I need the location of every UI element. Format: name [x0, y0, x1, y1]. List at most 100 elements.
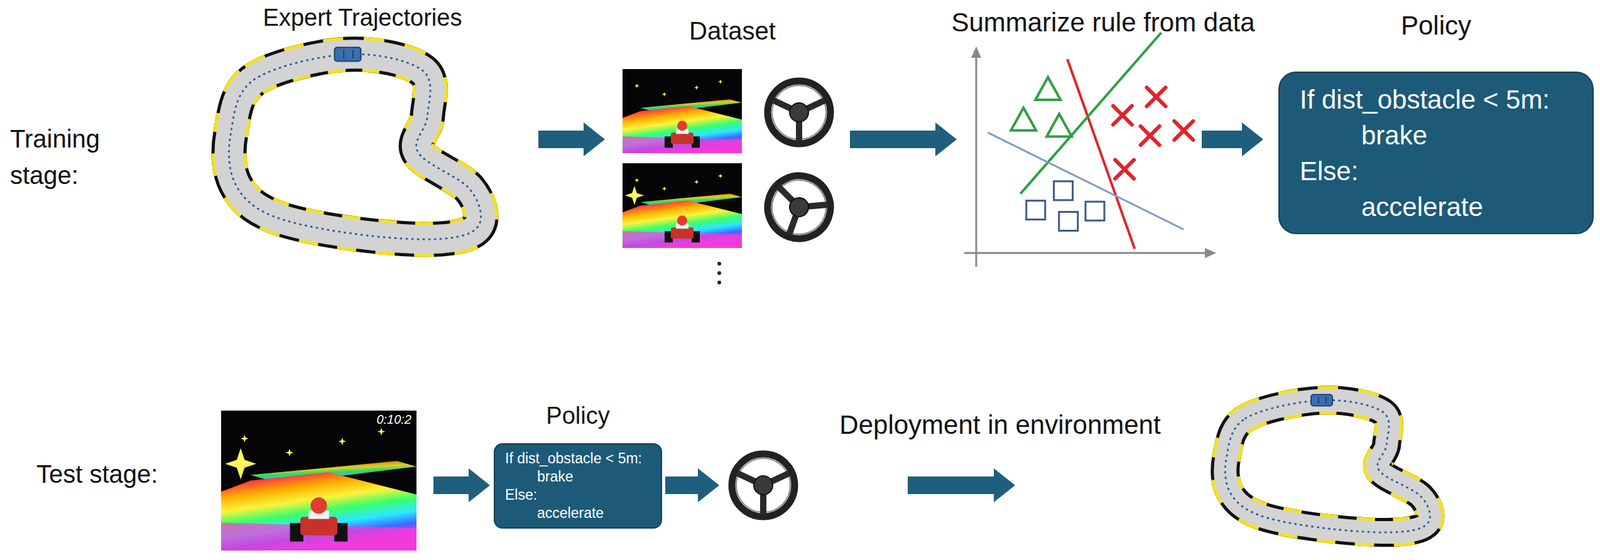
star	[377, 427, 386, 436]
screen-sky	[221, 410, 417, 551]
wheel-rim	[767, 81, 831, 144]
track-border	[228, 54, 481, 240]
policy-box: PolicyIf dist_obstacle < 5m:brakeElse:ac…	[1278, 71, 1594, 235]
scatter-plot	[964, 32, 1217, 267]
car	[1311, 394, 1333, 406]
driver-head	[310, 497, 327, 514]
rainbow-road	[221, 472, 417, 551]
steering-wheel	[731, 454, 795, 518]
policy-code-line: If dist_obstacle < 5m:	[505, 449, 643, 469]
star	[625, 185, 644, 205]
policy-code-line: brake	[505, 468, 574, 487]
policy-code-line: Else:	[1299, 153, 1359, 190]
square-point	[1026, 201, 1046, 220]
flow-arrow	[1201, 122, 1264, 157]
car-window	[342, 50, 345, 59]
star	[285, 449, 294, 457]
caption-label: Summarize rule from data	[951, 7, 1255, 38]
caption-label: Dataset	[689, 16, 776, 46]
track-border	[1224, 400, 1430, 533]
driver-head	[677, 215, 688, 226]
rainbow-road	[622, 106, 742, 154]
racing-line	[1224, 400, 1430, 533]
star	[634, 83, 640, 89]
triangle-point	[1035, 77, 1061, 100]
kart-body	[670, 227, 694, 239]
policy-box: PolicyIf dist_obstacle < 5m:brakeElse:ac…	[493, 443, 663, 529]
star	[634, 177, 640, 183]
ellipsis-dot	[717, 271, 722, 276]
caption-label: Deployment in environment	[839, 410, 1161, 441]
star	[240, 434, 249, 443]
star	[224, 448, 257, 480]
x-axis-head	[1204, 248, 1217, 259]
cross-point	[1115, 160, 1134, 180]
track-road	[228, 54, 481, 240]
policy-code-line: Else:	[505, 486, 538, 505]
policy-code-line: brake	[1299, 117, 1428, 154]
kart-body	[670, 132, 694, 144]
square-point	[1059, 211, 1078, 231]
screen-sky	[622, 69, 742, 154]
wheel-rim-highlight	[764, 172, 834, 242]
flow-arrow	[907, 468, 1016, 503]
car	[334, 47, 362, 61]
rainbow-road	[622, 200, 742, 249]
flow-arrow	[433, 468, 490, 503]
cross-point	[1174, 121, 1193, 141]
box-heading: Policy	[545, 402, 610, 431]
game-screenshot	[221, 410, 417, 551]
timer-text: 0:10:2	[376, 412, 412, 428]
ellipsis-dot	[717, 261, 722, 266]
cross-point	[1146, 87, 1166, 107]
game-screenshot	[622, 69, 742, 154]
star	[694, 85, 700, 91]
track-border-stripes	[228, 54, 481, 240]
car-window	[1325, 397, 1327, 404]
x-axis	[964, 252, 1212, 255]
policy-code-line: If dist_obstacle < 5m:	[1299, 81, 1550, 118]
race-track	[228, 47, 481, 240]
screen-sky	[622, 163, 742, 249]
star	[662, 91, 668, 97]
kart-body	[300, 517, 338, 536]
triangle-point	[1010, 108, 1036, 131]
y-axis	[975, 51, 978, 267]
star	[694, 179, 700, 185]
decision-boundary	[987, 132, 1184, 230]
track-road	[1224, 400, 1430, 533]
track-border-stripes	[1224, 400, 1430, 533]
star	[662, 186, 668, 192]
y-axis-head	[971, 46, 982, 58]
caption-label: Test stage:	[36, 460, 158, 489]
square-point	[1054, 181, 1073, 201]
game-screenshot	[622, 163, 742, 249]
flow-arrow	[665, 468, 720, 503]
cross-point	[1140, 126, 1160, 146]
wheel-rim	[758, 167, 840, 248]
race-track	[1224, 394, 1430, 533]
star	[718, 79, 724, 85]
policy-code-line: accelerate	[1299, 189, 1484, 225]
star	[718, 173, 724, 179]
wheel-hub	[753, 476, 773, 496]
square-point	[1085, 201, 1105, 221]
cross-point	[1113, 106, 1132, 126]
wheel-hub	[789, 103, 809, 122]
car-window	[1317, 397, 1320, 404]
flow-arrow	[849, 122, 957, 157]
triangle-point	[1046, 113, 1072, 137]
star	[338, 437, 347, 446]
racing-line	[228, 54, 481, 240]
car-window	[352, 50, 354, 59]
flow-arrow	[538, 122, 605, 157]
policy-code-line: accelerate	[505, 504, 604, 523]
steering-wheel	[758, 167, 840, 248]
ellipsis-dot	[717, 280, 722, 285]
caption-label: Training stage:	[10, 120, 136, 194]
caption-label: Expert Trajectories	[263, 4, 463, 32]
steering-wheel	[767, 81, 831, 144]
driver-head	[677, 120, 688, 131]
decision-boundary	[1020, 32, 1161, 195]
